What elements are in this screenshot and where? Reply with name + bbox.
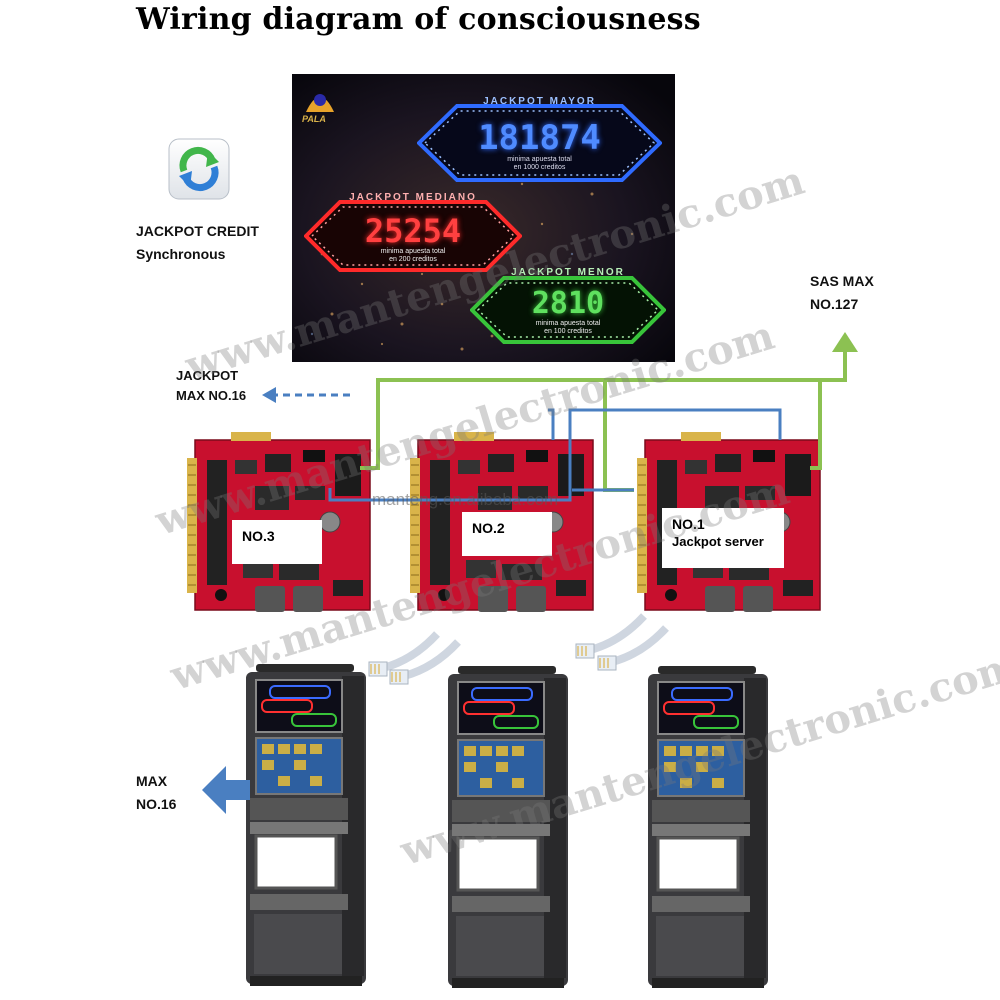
page-title: Wiring diagram of consciousness bbox=[136, 2, 701, 37]
jackpot-mediano-note1: minima apuesta total bbox=[380, 248, 446, 255]
sas-max-label: SAS MAX NO.127 bbox=[810, 273, 874, 312]
jackpot-mediano-note2: en 200 creditos bbox=[389, 256, 437, 263]
jackpot-mayor-sign: JACKPOT MAYOR 181874 minima apuesta tota… bbox=[416, 96, 663, 188]
brand-logo bbox=[300, 82, 340, 122]
brand-logo-text: PALA bbox=[302, 114, 326, 124]
jackpot-mediano-title: JACKPOT MEDIANO bbox=[349, 192, 477, 203]
jackpot-mayor-value: 181874 bbox=[478, 118, 601, 158]
jackpot-display: PALA JACKPOT MAYOR 181874 minima apuesta… bbox=[292, 74, 675, 362]
board-label-no3: NO.3 bbox=[232, 520, 322, 564]
sync-arrows-icon bbox=[168, 138, 230, 200]
jackpot-menor-title: JACKPOT MENOR bbox=[511, 267, 625, 278]
jackpot-mayor-note2: en 1000 creditos bbox=[513, 164, 566, 171]
jackpot-mayor-note1: minima apuesta total bbox=[507, 156, 572, 163]
jackpot-mediano-value: 25254 bbox=[364, 212, 462, 250]
max-label: MAX NO.16 bbox=[136, 773, 177, 812]
jackpot-menor-value: 2810 bbox=[531, 286, 605, 321]
jackpot-menor-note1: minima apuesta total bbox=[535, 320, 601, 327]
jackpot-max-label: JACKPOT MAX NO.16 bbox=[176, 368, 247, 403]
jackpot-mediano-sign: JACKPOT MEDIANO 25254 minima apuesta tot… bbox=[303, 192, 523, 278]
board-label-no2: NO.2 bbox=[462, 512, 552, 556]
jackpot-credit-label: JACKPOT CREDIT Synchronous bbox=[136, 223, 259, 262]
jackpot-menor-note2: en 100 creditos bbox=[544, 328, 592, 335]
jackpot-mayor-title: JACKPOT MAYOR bbox=[483, 96, 596, 107]
watermark-center: manteng.en.alibaba.com bbox=[372, 490, 559, 509]
jackpot-menor-sign: JACKPOT MENOR 2810 minima apuesta total … bbox=[469, 267, 667, 350]
board-label-no1: NO.1 Jackpot server bbox=[662, 508, 784, 568]
